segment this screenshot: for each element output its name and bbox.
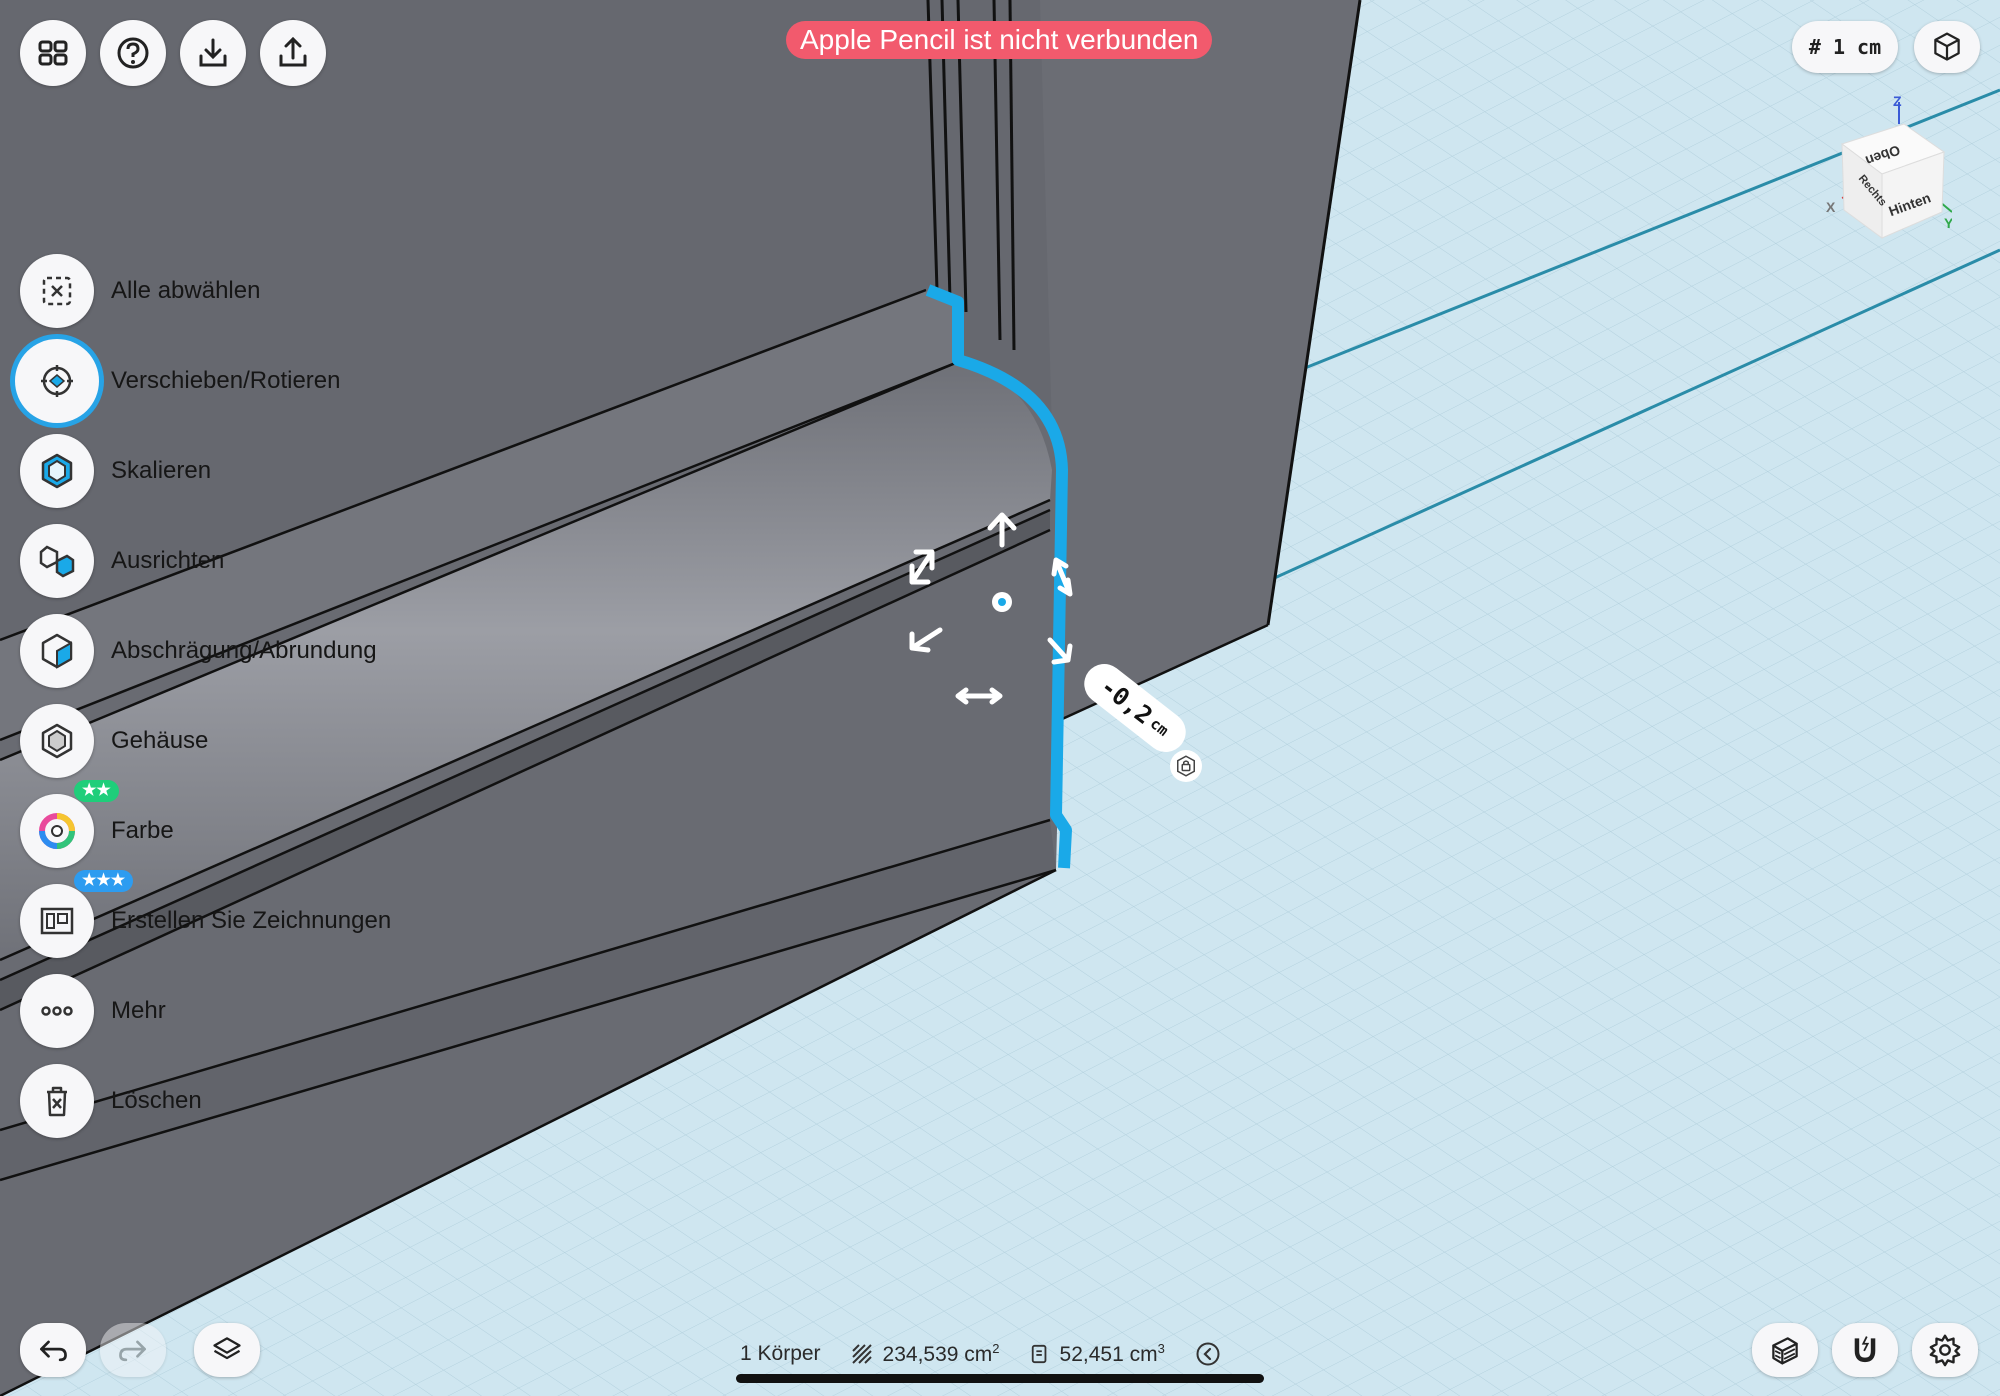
view-cube[interactable]: Z X Y Oben Hinten Rechts (1822, 94, 1952, 244)
redo-icon (119, 1340, 146, 1362)
more-dots-icon (20, 974, 94, 1048)
tool-label: Ausrichten (111, 547, 225, 574)
cube-outline-icon (1934, 32, 1960, 61)
undo-icon (40, 1340, 67, 1362)
export-button[interactable] (260, 20, 326, 86)
surface-area: 234,539 cm2 (851, 1341, 1000, 1367)
area-unit-exponent: 2 (992, 1341, 1000, 1356)
tool-align[interactable]: Ausrichten (20, 524, 540, 600)
align-icon (20, 524, 94, 598)
volume-value: 52,451 cm (1059, 1343, 1158, 1366)
color-wheel-icon (20, 794, 94, 868)
help-button[interactable] (100, 20, 166, 86)
settings-button[interactable] (1912, 1323, 1978, 1377)
tool-label: Gehäuse (111, 727, 209, 754)
hatch-area-icon (851, 1344, 872, 1364)
status-bar: 1 Körper 234,539 cm2 52,451 cm3 (740, 1334, 1221, 1374)
trash-icon (20, 1064, 94, 1138)
grid-unit-button[interactable]: # 1 cm (1792, 21, 1898, 73)
tool-label: Skalieren (111, 457, 212, 484)
tool-create-drawings[interactable]: ★★★ Erstellen Sie Zeichnungen (20, 870, 540, 960)
layers-icon (213, 1337, 241, 1360)
volume-icon (1031, 1344, 1046, 1364)
magnet-icon (1854, 1336, 1876, 1363)
area-value: 234,539 cm (882, 1343, 993, 1366)
pencil-status-banner: Apple Pencil ist nicht verbunden (786, 21, 1213, 59)
snap-magnet-button[interactable] (1832, 1323, 1898, 1377)
view-mode-button[interactable] (1914, 21, 1980, 73)
tool-label: Farbe (111, 817, 174, 844)
redo-button[interactable] (100, 1323, 166, 1377)
tool-bevel-fillet[interactable]: Abschrägung/Abrundung (20, 614, 540, 690)
tool-more[interactable]: Mehr (20, 974, 540, 1050)
move-rotate-icon (20, 344, 94, 418)
section-stack-icon (1772, 1337, 1798, 1365)
axis-y-label: Y (1944, 215, 1952, 231)
tool-deselect-all[interactable]: Alle abwählen (20, 254, 540, 330)
tool-label: Abschrägung/Abrundung (111, 637, 377, 664)
tool-delete[interactable]: Löschen (20, 1064, 540, 1140)
drawing-sheet-icon (20, 884, 94, 958)
bevel-icon (20, 614, 94, 688)
tool-scale[interactable]: Skalieren (20, 434, 540, 510)
scale-cube-icon (20, 434, 94, 508)
tool-color[interactable]: ★★ Farbe (20, 780, 540, 870)
home-indicator (736, 1374, 1264, 1383)
tool-label: Verschieben/Rotieren (111, 367, 341, 394)
tool-label: Löschen (111, 1087, 202, 1114)
gear-icon (1929, 1334, 1961, 1367)
tool-label: Erstellen Sie Zeichnungen (111, 907, 392, 934)
apps-button[interactable] (20, 20, 86, 86)
axis-x-label: X (1826, 199, 1836, 215)
dimension-lock-button[interactable] (1170, 750, 1202, 782)
tool-label: Alle abwählen (111, 277, 261, 304)
dimension-unit: cm (1146, 714, 1172, 740)
grid-icon (38, 40, 68, 66)
premium-badge: ★★★ (74, 870, 134, 892)
undo-button[interactable] (20, 1323, 86, 1377)
premium-badge: ★★ (74, 780, 119, 802)
collapse-stats-button[interactable] (1195, 1341, 1221, 1367)
import-button[interactable] (180, 20, 246, 86)
chevron-left-circle-icon (1196, 1342, 1220, 1366)
tool-label: Mehr (111, 997, 166, 1024)
share-icon (279, 36, 307, 67)
section-view-button[interactable] (1752, 1323, 1818, 1377)
lock-icon (1177, 755, 1195, 777)
axis-z-label: Z (1893, 94, 1902, 109)
layers-button[interactable] (194, 1323, 260, 1377)
volume-unit-exponent: 3 (1157, 1341, 1165, 1356)
deselect-icon (20, 254, 94, 328)
body-count: 1 Körper (740, 1342, 821, 1365)
download-icon (199, 38, 227, 67)
question-icon (117, 37, 149, 69)
volume: 52,451 cm3 (1030, 1341, 1165, 1367)
shell-icon (20, 704, 94, 778)
tool-move-rotate[interactable]: Verschieben/Rotieren (20, 344, 540, 420)
tool-shell[interactable]: Gehäuse (20, 704, 540, 780)
